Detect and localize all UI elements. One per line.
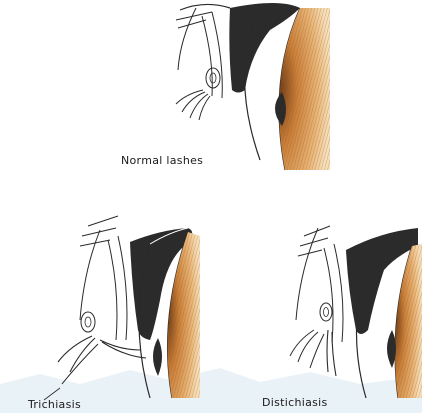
label-distichiasis: Distichiasis — [262, 396, 328, 409]
label-normal-lashes: Normal lashes — [121, 154, 203, 167]
normal-lashes-figure — [176, 3, 330, 170]
label-trichiasis: Trichiasis — [28, 398, 81, 411]
